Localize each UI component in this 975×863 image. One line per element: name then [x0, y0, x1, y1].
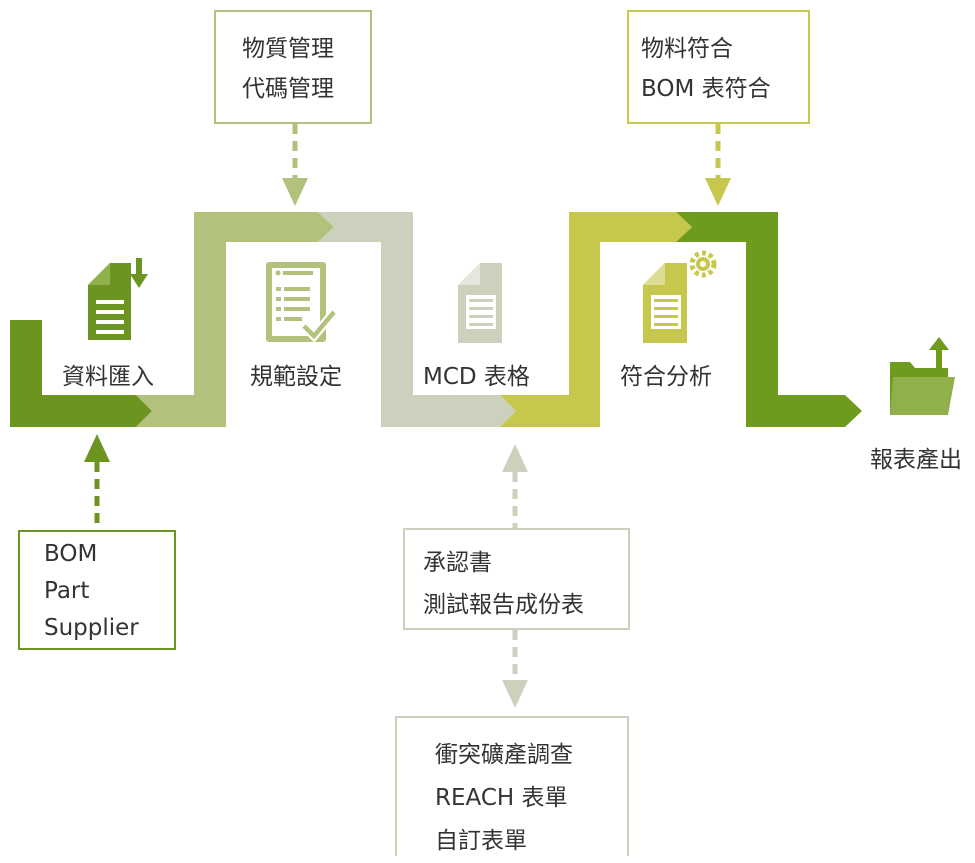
document-download-icon	[88, 258, 149, 340]
output-label-report: 報表產出	[870, 447, 962, 473]
note-survey-forms: 衝突礦產調查 REACH 表單 自訂表單	[395, 716, 629, 856]
band-segment-data-import	[10, 320, 152, 427]
step-label-compliance-analysis: 符合分析	[620, 364, 712, 390]
document-icon	[458, 263, 502, 343]
note-line: REACH 表單	[435, 785, 568, 811]
folder-upload-icon	[890, 337, 955, 415]
note-line: BOM	[44, 541, 98, 567]
note-substance-management: 物質管理 代碼管理	[214, 10, 372, 124]
step-label-mcd-table: MCD 表格	[423, 364, 530, 390]
note-line: BOM 表符合	[641, 76, 771, 102]
arrow-bottom-approval	[502, 444, 528, 528]
note-approval-documents: 承認書 測試報告成份表	[403, 528, 630, 630]
arrow-bottom-survey	[502, 630, 528, 708]
arrow-top-substance	[282, 124, 308, 206]
note-compliance: 物料符合 BOM 表符合	[627, 10, 810, 124]
note-line: 自訂表單	[435, 828, 527, 854]
document-gear-icon	[643, 250, 717, 343]
note-line: Supplier	[44, 615, 139, 641]
checklist-icon	[266, 262, 338, 343]
note-data-import-sources: BOM Part Supplier	[18, 530, 176, 650]
step-label-data-import: 資料匯入	[62, 364, 154, 390]
note-line: 測試報告成份表	[423, 592, 584, 618]
arrow-bottom-import	[84, 434, 110, 530]
note-line: 衝突礦產調查	[435, 742, 573, 768]
note-line: 物料符合	[641, 36, 733, 62]
note-line: Part	[44, 578, 90, 604]
band-segment-compliance-analysis	[500, 212, 692, 427]
note-line: 物質管理	[242, 36, 334, 62]
band-segment-mcd-table	[318, 212, 516, 427]
band-segment-rule-setting	[136, 212, 334, 427]
note-line: 承認書	[423, 550, 492, 576]
band-segment-report-output	[676, 212, 862, 427]
step-label-rule-setting: 規範設定	[250, 364, 342, 390]
note-line: 代碼管理	[242, 76, 334, 102]
arrow-top-compliance	[705, 124, 731, 206]
